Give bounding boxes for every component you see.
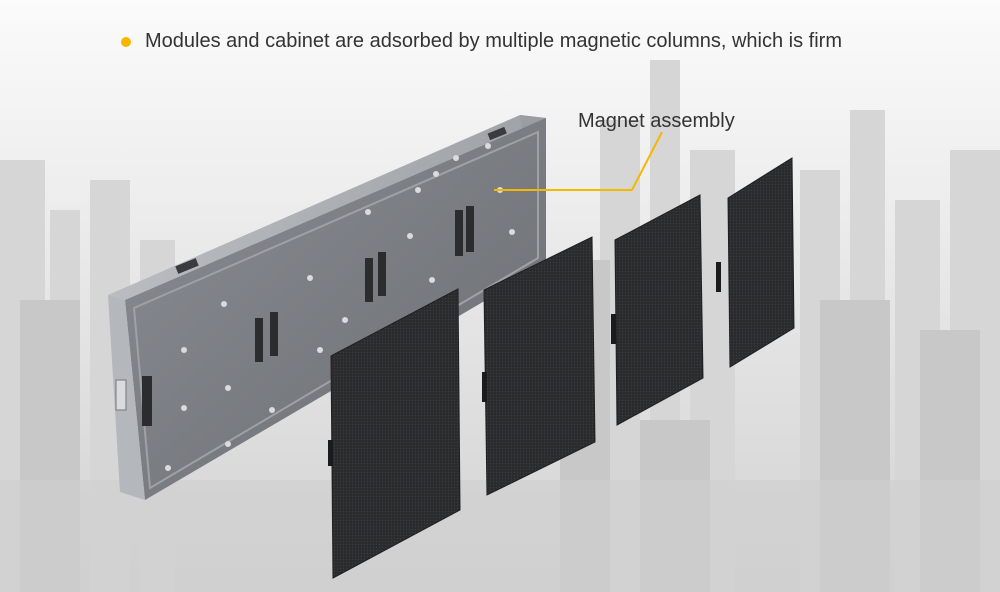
cabinet: [108, 115, 546, 500]
module-panel-1: [330, 288, 461, 579]
cabinet-screws: [165, 143, 515, 471]
magnet-columns: [142, 206, 474, 426]
caption-bullet-icon: [121, 36, 131, 47]
module-panels: [328, 157, 795, 579]
module-panel-3: [614, 194, 704, 426]
magnet-assembly-label: Magnet assembly: [578, 110, 735, 132]
caption: Modules and cabinet are adsorbed by mult…: [121, 30, 842, 53]
callout-line: [494, 131, 663, 191]
caption-text: Modules and cabinet are adsorbed by mult…: [145, 30, 843, 52]
module-panel-4: [727, 157, 795, 368]
module-panel-2: [483, 236, 596, 496]
